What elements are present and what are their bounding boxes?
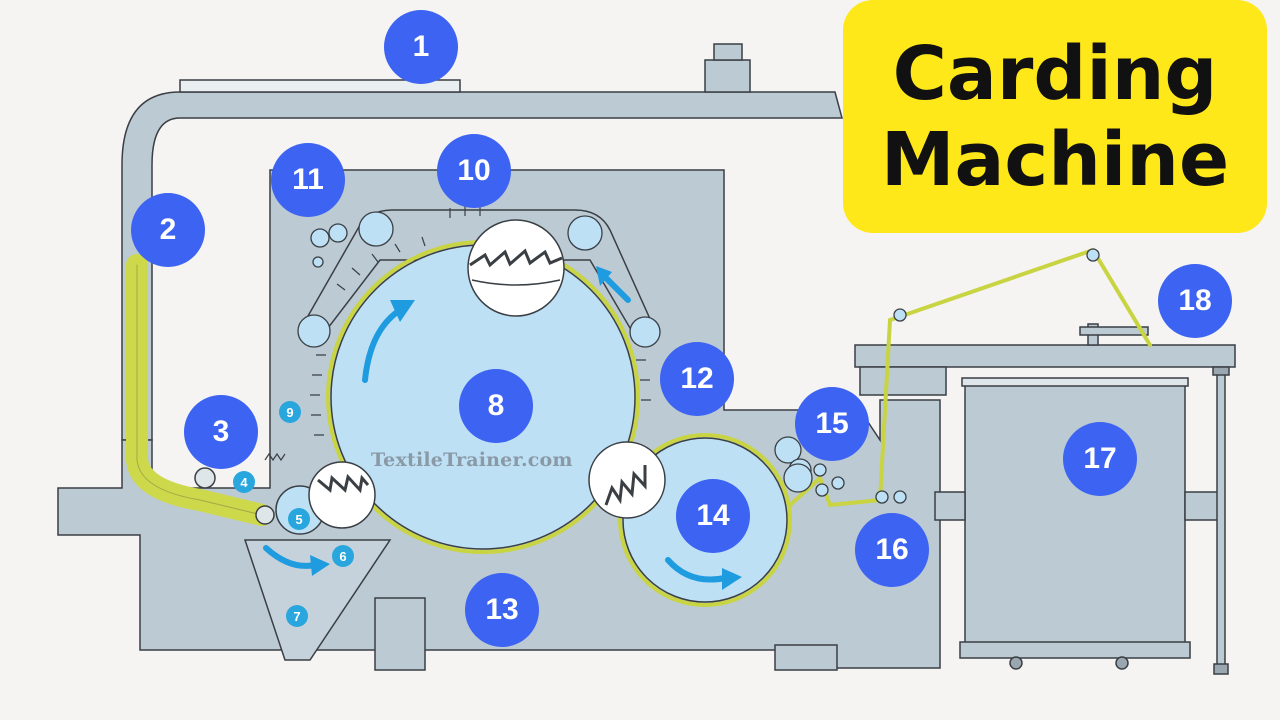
label-9: 9 [279, 401, 301, 423]
flats-direction-arrow [602, 274, 631, 303]
doffer-rotation-arrow [665, 557, 728, 583]
title-line-2: Machine [880, 116, 1230, 203]
label-11: 11 [271, 143, 345, 217]
label-6: 6 [332, 545, 354, 567]
label-5: 5 [288, 508, 310, 530]
label-18: 18 [1158, 264, 1232, 338]
sliver-can [964, 382, 1186, 649]
licker-rotation-arrow [263, 545, 318, 569]
chute-duct [121, 91, 843, 441]
detail-flat-wire [467, 219, 565, 317]
label-3: 3 [184, 395, 258, 469]
label-10: 10 [437, 134, 511, 208]
label-8: 8 [459, 369, 533, 443]
label-17: 17 [1063, 422, 1137, 496]
fan-unit [704, 59, 751, 93]
label-2: 2 [131, 193, 205, 267]
label-7: 7 [286, 605, 308, 627]
coiler-table [854, 344, 1236, 368]
label-15: 15 [795, 387, 869, 461]
label-12: 12 [660, 342, 734, 416]
detail-doffer-wire [588, 441, 666, 519]
detail-licker-wire [308, 461, 376, 529]
label-4: 4 [233, 471, 255, 493]
top-cover [179, 79, 461, 93]
watermark: TextileTrainer.com [371, 449, 573, 471]
label-1: 1 [384, 10, 458, 84]
title-box: Carding Machine [843, 0, 1267, 233]
fiber-feed [126, 254, 273, 526]
title-line-1: Carding [892, 30, 1218, 117]
label-16: 16 [855, 513, 929, 587]
label-14: 14 [676, 479, 750, 553]
label-13: 13 [465, 573, 539, 647]
doffer-wrap [618, 433, 792, 607]
cylinder-rotation-arrow [362, 307, 403, 383]
feed-roller [194, 467, 216, 489]
